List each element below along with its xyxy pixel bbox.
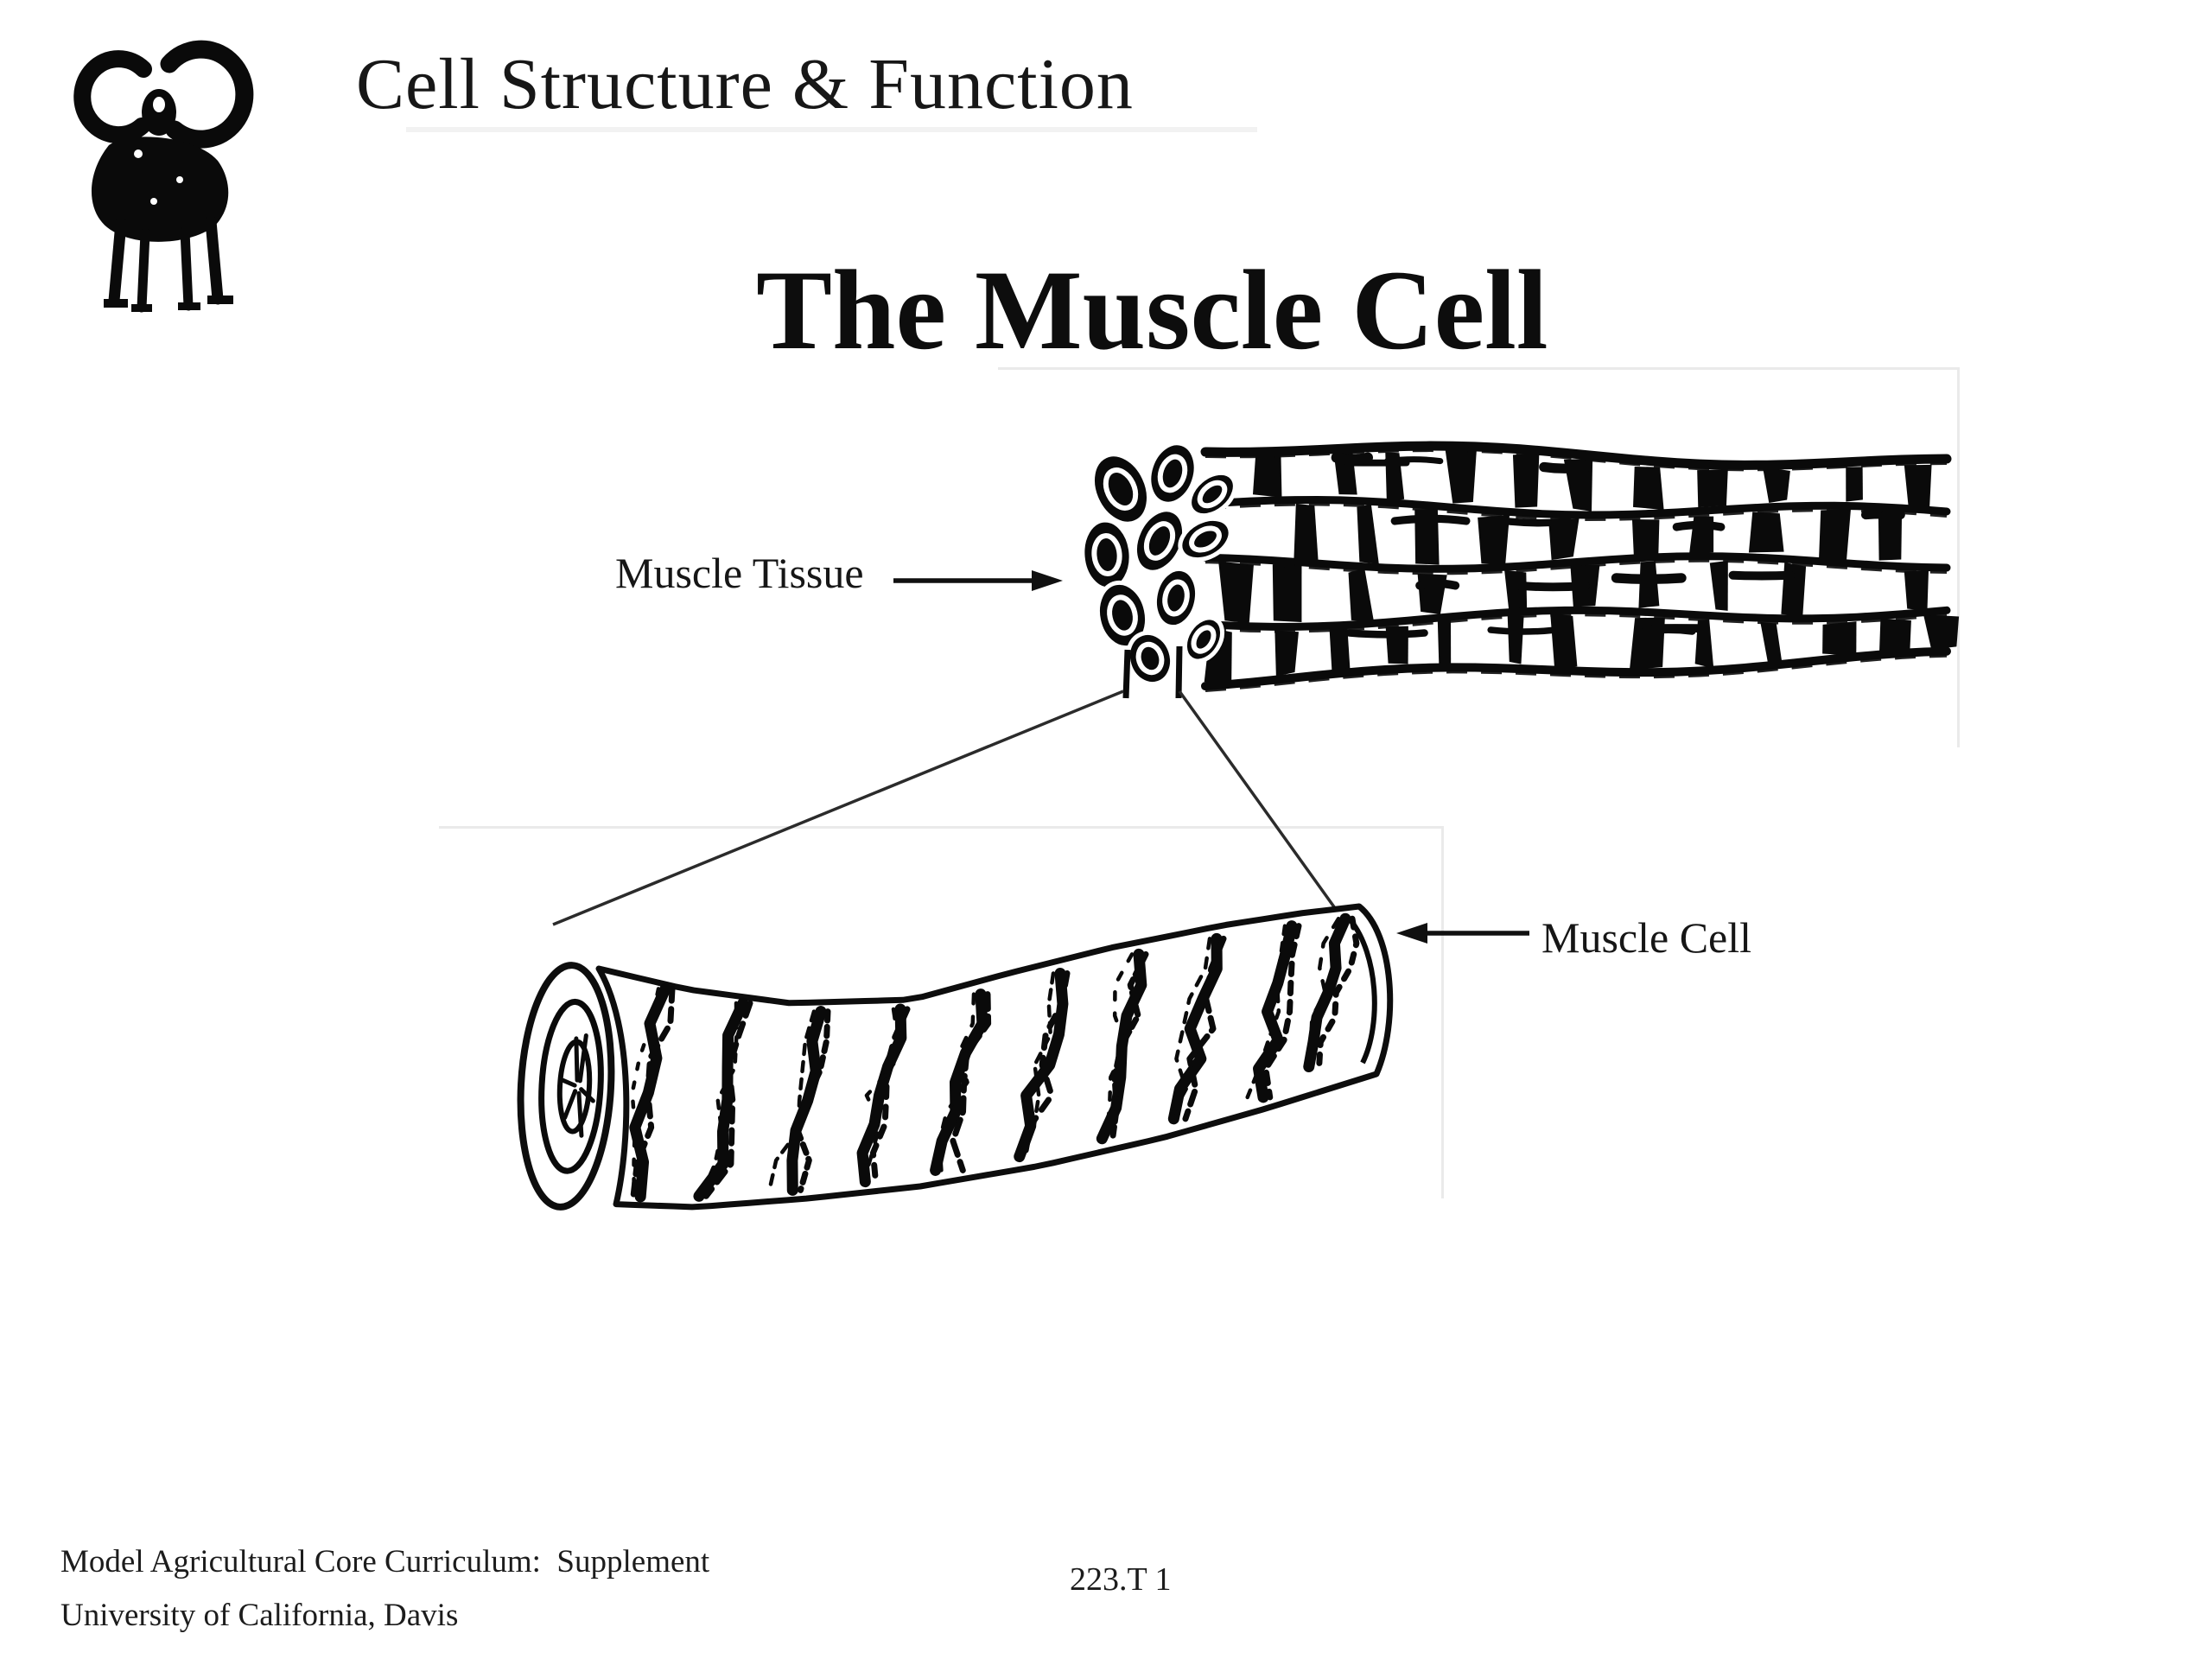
footer-source-line2: University of California, Davis — [60, 1598, 459, 1633]
image-frame-top — [998, 367, 1960, 747]
muscle-cell-illustration — [517, 903, 1394, 1211]
tissue-strokes — [1200, 441, 1960, 693]
connector-line-right — [1178, 690, 1341, 916]
ram-icon — [73, 40, 254, 313]
cell-cross-section-end — [517, 962, 615, 1211]
arrow-right-icon — [893, 570, 1063, 591]
muscle-cell-label: Muscle Cell — [1541, 913, 1752, 962]
footer-source-line1: Model Agricultural Core Curriculum: Supp… — [60, 1544, 710, 1580]
page-code: 223.T 1 — [1070, 1561, 1172, 1598]
header-title: Cell Structure & Function — [356, 44, 1134, 124]
cell-striations — [629, 912, 1360, 1203]
image-frame-bottom — [439, 826, 1444, 1198]
muscle-tissue-illustration — [1080, 441, 1960, 699]
muscle-tissue-label: Muscle Tissue — [615, 549, 864, 597]
tissue-cross-section-cells — [1080, 441, 1237, 687]
connector-line-left — [552, 690, 1124, 926]
arrow-left-icon — [1396, 923, 1529, 944]
magnification-connector-lines — [552, 690, 1341, 926]
scan-artifact-line — [406, 127, 1257, 132]
page-title: The Muscle Cell — [756, 246, 1548, 373]
ram-drawing — [73, 40, 254, 313]
